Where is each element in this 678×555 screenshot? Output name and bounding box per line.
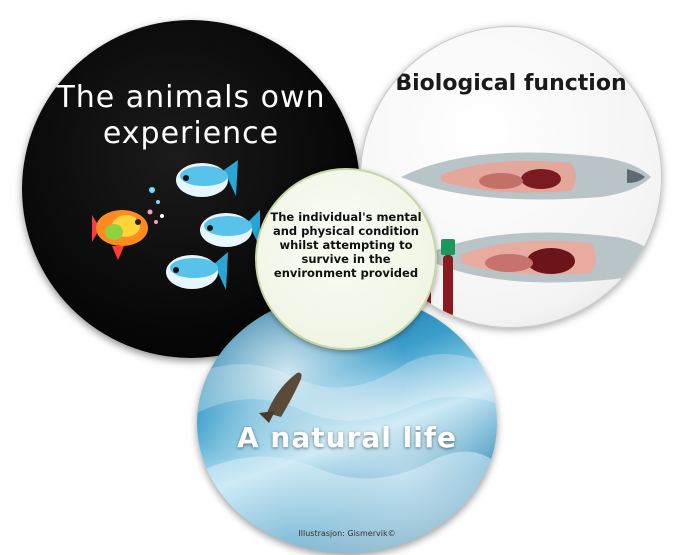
blue-fish-icon — [200, 210, 260, 248]
dissected-salmon-icon — [401, 153, 651, 200]
dissected-salmon-icon — [421, 233, 659, 283]
natural-life-label: A natural life — [197, 421, 497, 454]
individual-condition-label: The individual's mental and physical con… — [269, 210, 423, 280]
fish-school-illustration — [92, 160, 262, 300]
blue-fish-icon — [166, 252, 228, 290]
biological-function-label: Biological function — [361, 71, 661, 97]
animals-own-experience-label: The animals own experience — [22, 80, 360, 152]
illustration-credit: Illustrasjon: Gismervik© — [197, 529, 497, 538]
individual-condition-circle: The individual's mental and physical con… — [255, 168, 437, 350]
rainbow-fish-icon — [92, 210, 148, 260]
blue-fish-icon — [176, 160, 238, 197]
